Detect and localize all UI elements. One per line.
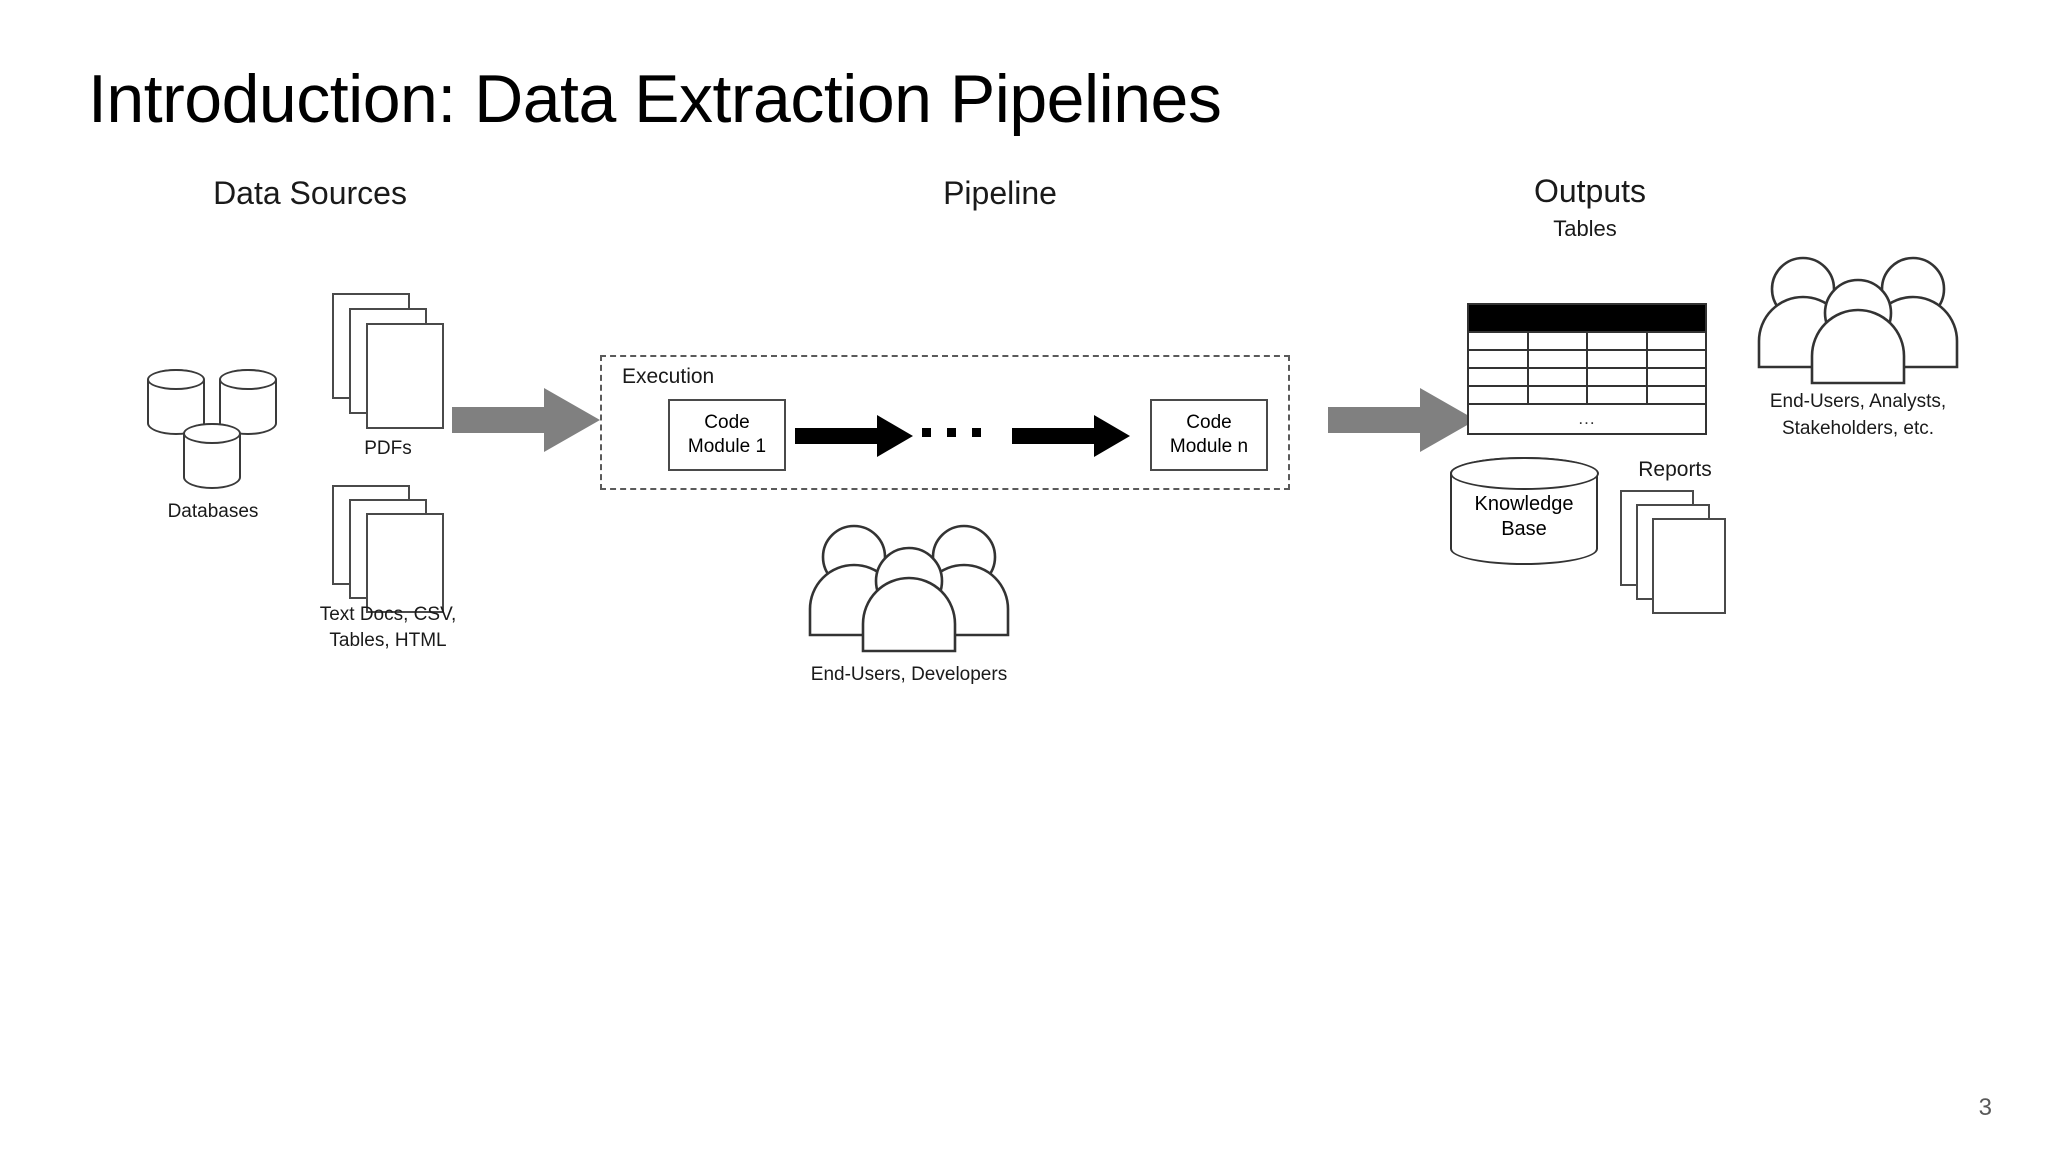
table-row (1469, 385, 1705, 403)
database-cylinder-2 (219, 369, 277, 435)
table-cell (1529, 333, 1588, 349)
table-cell (1648, 387, 1706, 403)
table-cell (1469, 333, 1529, 349)
knowledge-base-line2: Base (1501, 518, 1547, 540)
pdfs-document-stack-icon (332, 293, 446, 433)
pipeline-diagram: Data Sources Pipeline Outputs Databases … (0, 173, 2048, 725)
table-cell (1588, 369, 1648, 385)
table-cell (1529, 387, 1588, 403)
doc-sheet-front (1652, 518, 1726, 614)
table-header-row (1469, 305, 1705, 331)
doc-sheet-front (366, 323, 444, 429)
pipeline-actors-label: End-Users, Developers (810, 664, 1008, 685)
ellipsis-dots (922, 428, 981, 437)
arrow-right-icon-1 (795, 413, 915, 459)
doc-sheet-front (366, 513, 444, 613)
knowledge-base-cylinder-icon: Knowledge Base (1449, 456, 1599, 565)
table-cell (1588, 387, 1648, 403)
table-cell (1648, 351, 1706, 367)
database-cylinder-3 (183, 423, 241, 489)
section-heading-pipeline: Pipeline (943, 175, 1057, 211)
code-module-1-line1: Code (704, 412, 750, 434)
table-cell (1648, 369, 1706, 385)
page-title: Introduction: Data Extraction Pipelines (88, 61, 1222, 137)
consumers-label-line2: Stakeholders, etc. (1781, 418, 1935, 439)
code-module-n-line1: Code (1186, 412, 1232, 434)
table-row (1469, 331, 1705, 349)
table-cell (1588, 351, 1648, 367)
table-overflow-row: ... (1469, 403, 1705, 433)
database-cylinder-1 (147, 369, 205, 435)
output-table: ... (1467, 303, 1707, 435)
code-module-1[interactable]: Code Module 1 (668, 399, 786, 471)
text-docs-label-line2: Tables, HTML (329, 630, 447, 651)
table-cell (1648, 333, 1706, 349)
execution-boundary-box (600, 355, 1290, 490)
table-cell (1469, 369, 1529, 385)
code-module-1-line2: Module 1 (687, 436, 767, 457)
reports-label: Reports (1638, 458, 1712, 481)
people-group-icon-developers (808, 523, 1010, 653)
code-module-n[interactable]: Code Module n (1150, 399, 1268, 471)
table-cell (1529, 351, 1588, 367)
text-docs-label-line1: Text Docs, CSV, (319, 604, 457, 625)
table-cell (1469, 351, 1529, 367)
section-heading-data-sources: Data Sources (213, 175, 407, 211)
people-group-icon-consumers (1757, 255, 1959, 385)
knowledge-base-line1: Knowledge (1474, 493, 1574, 515)
page-number: 3 (1978, 1094, 1992, 1121)
table-cell (1588, 333, 1648, 349)
block-arrow-right-icon-pipeline-to-outputs (1328, 385, 1478, 455)
table-row (1469, 349, 1705, 367)
execution-label: Execution (622, 365, 715, 388)
section-heading-outputs: Outputs (1533, 173, 1647, 209)
tables-label: Tables (1553, 216, 1617, 241)
table-cell (1529, 369, 1588, 385)
ellipsis-dot-3 (972, 428, 981, 437)
ellipsis-dot-1 (922, 428, 931, 437)
consumers-label-line1: End-Users, Analysts, (1769, 391, 1947, 412)
arrow-right-icon-2 (1012, 413, 1132, 459)
reports-document-stack-icon (1620, 490, 1732, 620)
table-cell (1469, 387, 1529, 403)
database-cylinders-icon (143, 365, 283, 495)
block-arrow-right-icon-sources-to-pipeline (452, 385, 602, 455)
pdfs-label: PDFs (364, 438, 412, 459)
databases-label: Databases (167, 501, 259, 522)
table-row (1469, 367, 1705, 385)
ellipsis-dot-2 (947, 428, 956, 437)
code-module-n-line2: Module n (1169, 436, 1249, 457)
text-docs-document-stack-icon (332, 485, 446, 625)
